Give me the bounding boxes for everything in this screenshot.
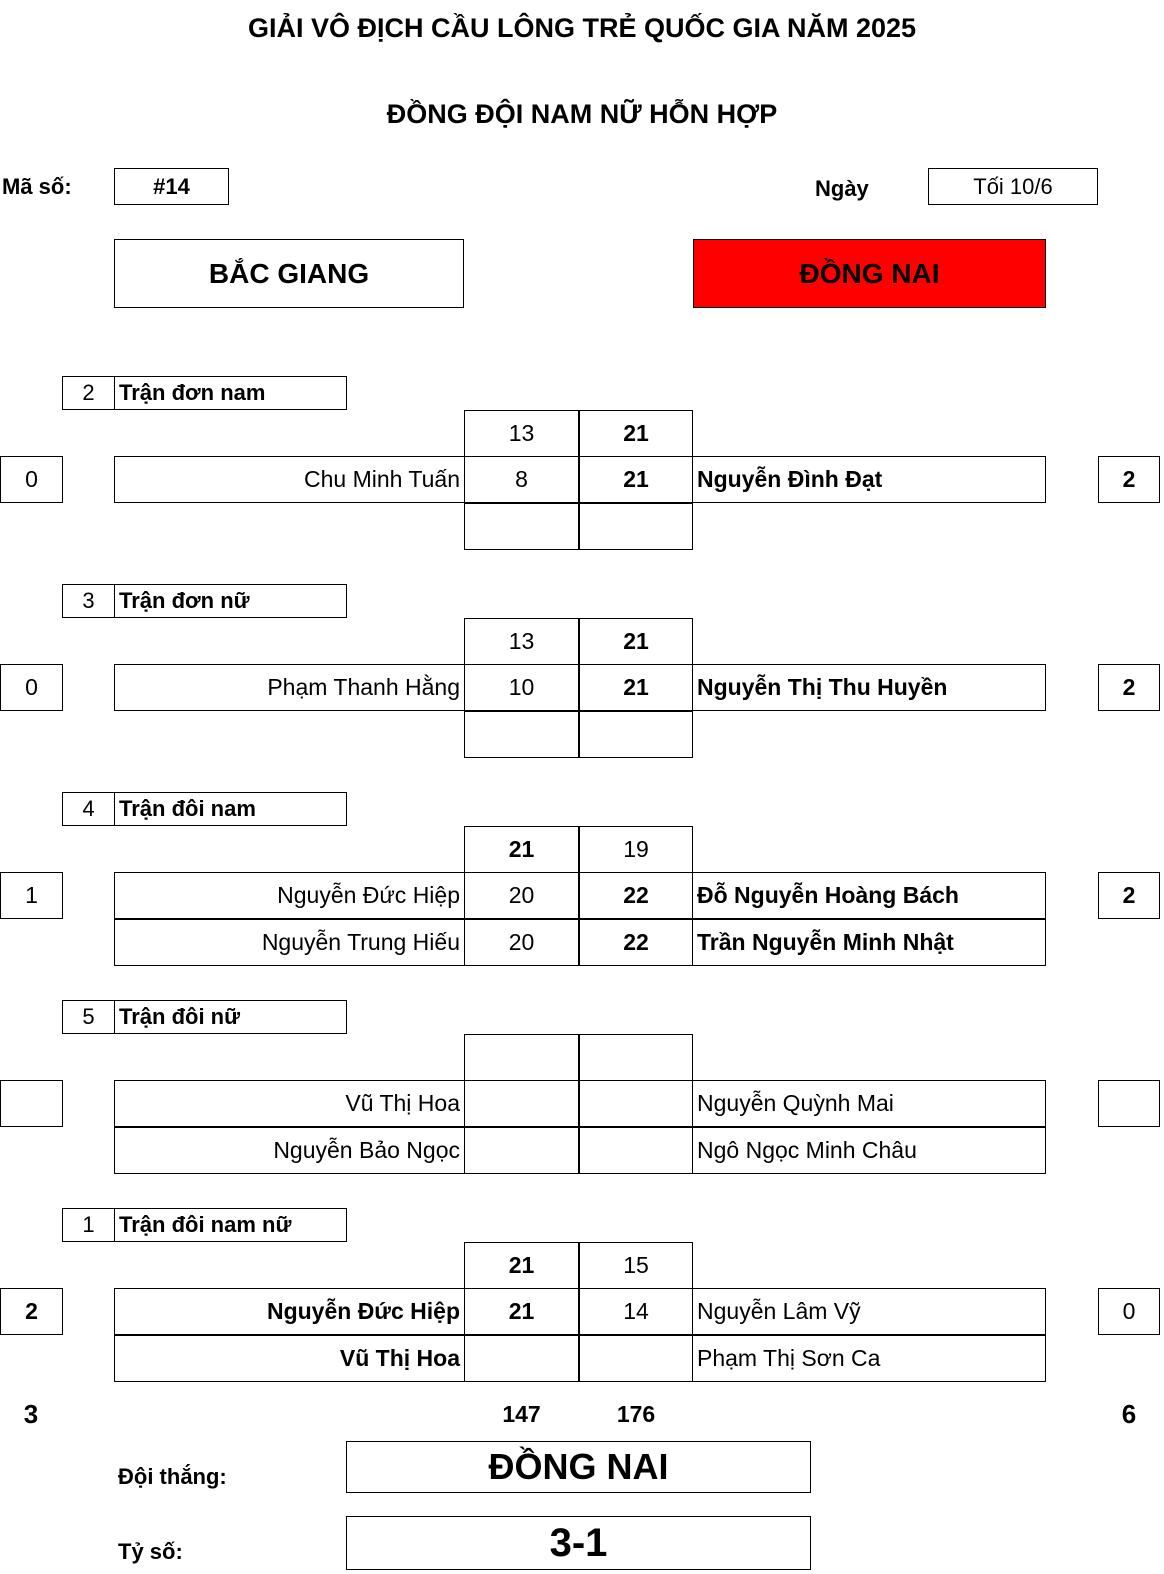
player-left: Vũ Thị Hoa [339,1345,460,1371]
match-score-left: 0 [0,664,63,711]
player-left: Nguyễn Đức Hiệp [277,882,460,908]
player-left: Nguyễn Đức Hiệp [266,1298,460,1324]
player-left: Nguyễn Bảo Ngọc [273,1137,460,1163]
match-score-left: 1 [0,872,63,919]
player-right: Nguyễn Thị Thu Huyền [697,674,948,700]
score-label: Tỷ số: [118,1539,183,1564]
set-score-cell [464,503,579,550]
player-right: Nguyễn Lâm Vỹ [697,1298,861,1324]
match-name: Trận đôi nữ [114,1000,347,1034]
set-score-cell: 14 [579,1288,693,1335]
player-left [114,503,464,550]
set-score-cell: 21 [579,410,693,457]
match-score-right: 2 [1098,872,1160,919]
match-name: Trận đôi nam nữ [114,1208,347,1242]
match-score-right: 2 [1098,664,1160,711]
match-name: Trận đơn nam [114,376,347,410]
match-order: 3 [62,584,115,618]
date-value: Tối 10/6 [928,168,1098,205]
winner-label: Đội thắng: [118,1464,227,1489]
page-title: GIẢI VÔ ĐỊCH CẦU LÔNG TRẺ QUỐC GIA NĂM 2… [247,12,917,43]
winner-value: ĐỒNG NAI [346,1441,811,1493]
match-score-left [0,1080,63,1127]
set-score-cell: 20 [464,919,579,966]
set-score-cell [579,503,693,550]
total-left-points: 147 [502,1400,541,1427]
set-score-cell: 21 [464,1242,579,1289]
player-left: Nguyễn Trung Hiếu [261,929,460,955]
set-score-cell [464,1127,579,1174]
set-score-cell: 15 [579,1242,693,1289]
match-order: 4 [62,792,115,826]
set-score-cell: 10 [464,664,579,711]
set-score-cell [579,1034,693,1081]
set-score-cell: 22 [579,919,693,966]
player-right: Phạm Thị Sơn Ca [697,1345,881,1371]
team-right: ĐỒNG NAI [693,239,1046,308]
player-right: Nguyễn Đình Đạt [697,466,883,492]
player-left [114,711,464,758]
player-right: Đỗ Nguyễn Hoàng Bách [697,882,959,908]
set-score-cell: 13 [464,410,579,457]
score-value: 3-1 [346,1516,811,1570]
set-score-cell: 8 [464,456,579,503]
set-score-cell [579,1127,693,1174]
match-order: 1 [62,1208,115,1242]
set-score-cell: 21 [579,456,693,503]
set-score-cell [579,711,693,758]
set-score-cell: 22 [579,872,693,919]
total-right-sets: 6 [1121,1398,1137,1429]
code-label: Mã số: [2,174,72,199]
set-score-cell [464,711,579,758]
page-subtitle: ĐỒNG ĐỘI NAM NỮ HỖN HỢP [386,98,778,129]
code-value: #14 [114,168,229,205]
match-score-right [1098,1080,1160,1127]
set-score-cell: 21 [579,664,693,711]
player-right [693,503,1046,550]
player-left: Chu Minh Tuấn [304,466,460,492]
set-score-cell: 21 [579,618,693,665]
total-left-sets: 3 [23,1398,39,1429]
set-score-cell: 13 [464,618,579,665]
set-score-cell: 19 [579,826,693,873]
date-label: Ngày [815,176,869,201]
set-score-cell: 20 [464,872,579,919]
set-score-cell [579,1335,693,1382]
match-score-left: 0 [0,456,63,503]
player-right: Ngô Ngọc Minh Châu [697,1137,917,1163]
total-right-points: 176 [616,1400,656,1427]
set-score-cell [579,1080,693,1127]
player-left: Phạm Thanh Hằng [267,674,460,700]
set-score-cell: 21 [464,826,579,873]
set-score-cell [464,1034,579,1081]
set-score-cell: 21 [464,1288,579,1335]
team-left: BẮC GIANG [114,239,464,308]
set-score-cell [464,1080,579,1127]
player-right: Nguyễn Quỳnh Mai [697,1090,894,1116]
set-score-cell [464,1335,579,1382]
match-score-right: 2 [1098,456,1160,503]
player-right: Trần Nguyễn Minh Nhật [697,929,954,955]
match-score-left: 2 [0,1288,63,1335]
match-name: Trận đơn nữ [114,584,347,618]
match-order: 5 [62,1000,115,1034]
player-right [693,711,1046,758]
player-left: Vũ Thị Hoa [345,1090,460,1116]
match-score-right: 0 [1098,1288,1160,1335]
match-name: Trận đôi nam [114,792,347,826]
match-order: 2 [62,376,115,410]
